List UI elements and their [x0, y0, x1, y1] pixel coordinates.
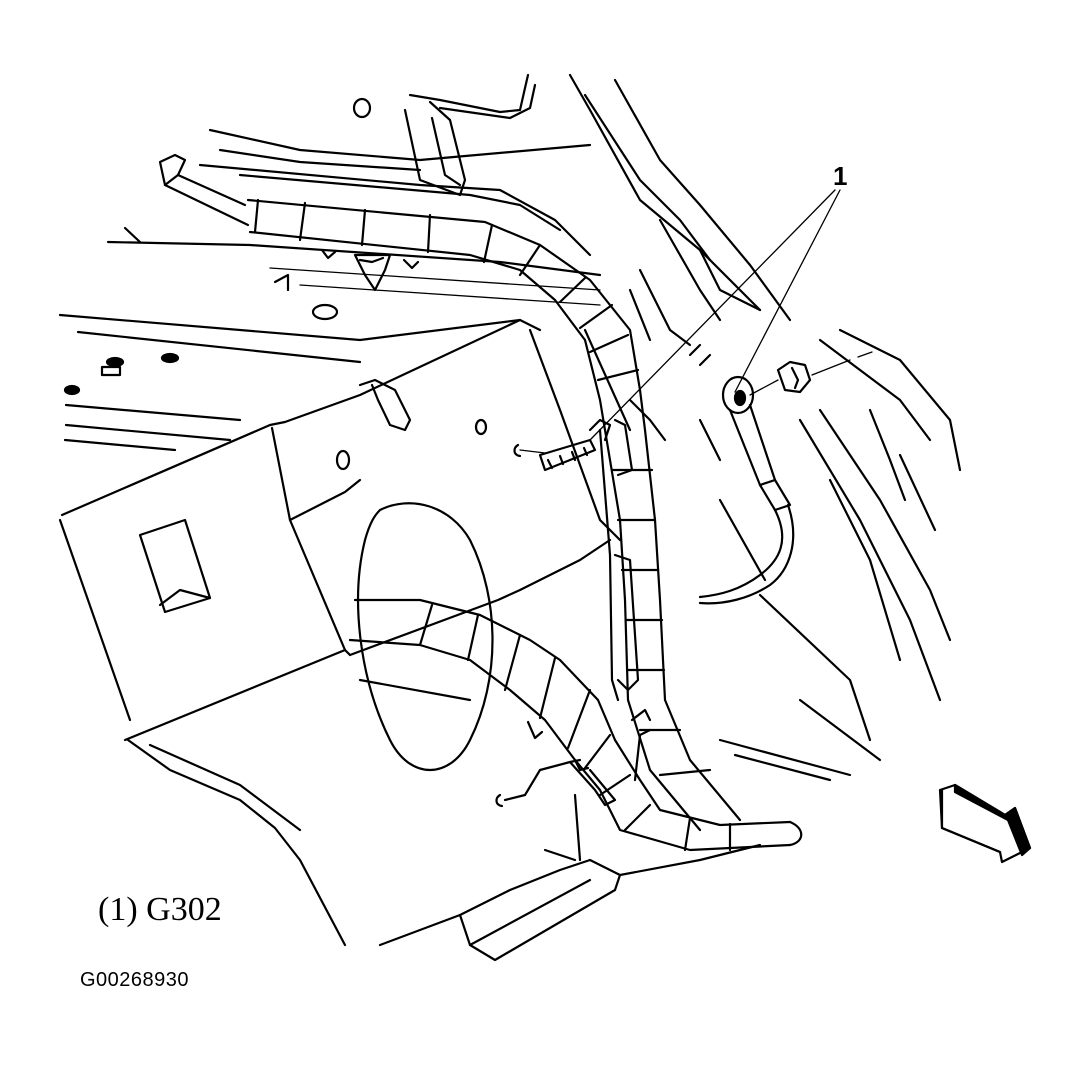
- callout-leaders: [589, 189, 841, 441]
- body-panels: [568, 73, 962, 782]
- ground-cable: [698, 351, 873, 605]
- figure-caption: (1) G302: [98, 891, 222, 928]
- harness-clips: [320, 248, 420, 292]
- lower-harness: [348, 598, 803, 852]
- upper-harness: [158, 153, 647, 432]
- floor-panel: [58, 97, 602, 452]
- callout-number: 1: [833, 161, 848, 191]
- figure-id: G00268930: [80, 969, 190, 991]
- access-opening: [357, 502, 494, 772]
- crossmember: [58, 318, 632, 947]
- lower-floor: [378, 708, 762, 962]
- vertical-harness: [603, 428, 742, 832]
- ground-stud: [513, 418, 612, 472]
- lower-stud: [495, 758, 617, 808]
- upper-bracket: [198, 73, 592, 257]
- direction-arrow: [938, 783, 1032, 864]
- pillar-channel: [598, 398, 667, 702]
